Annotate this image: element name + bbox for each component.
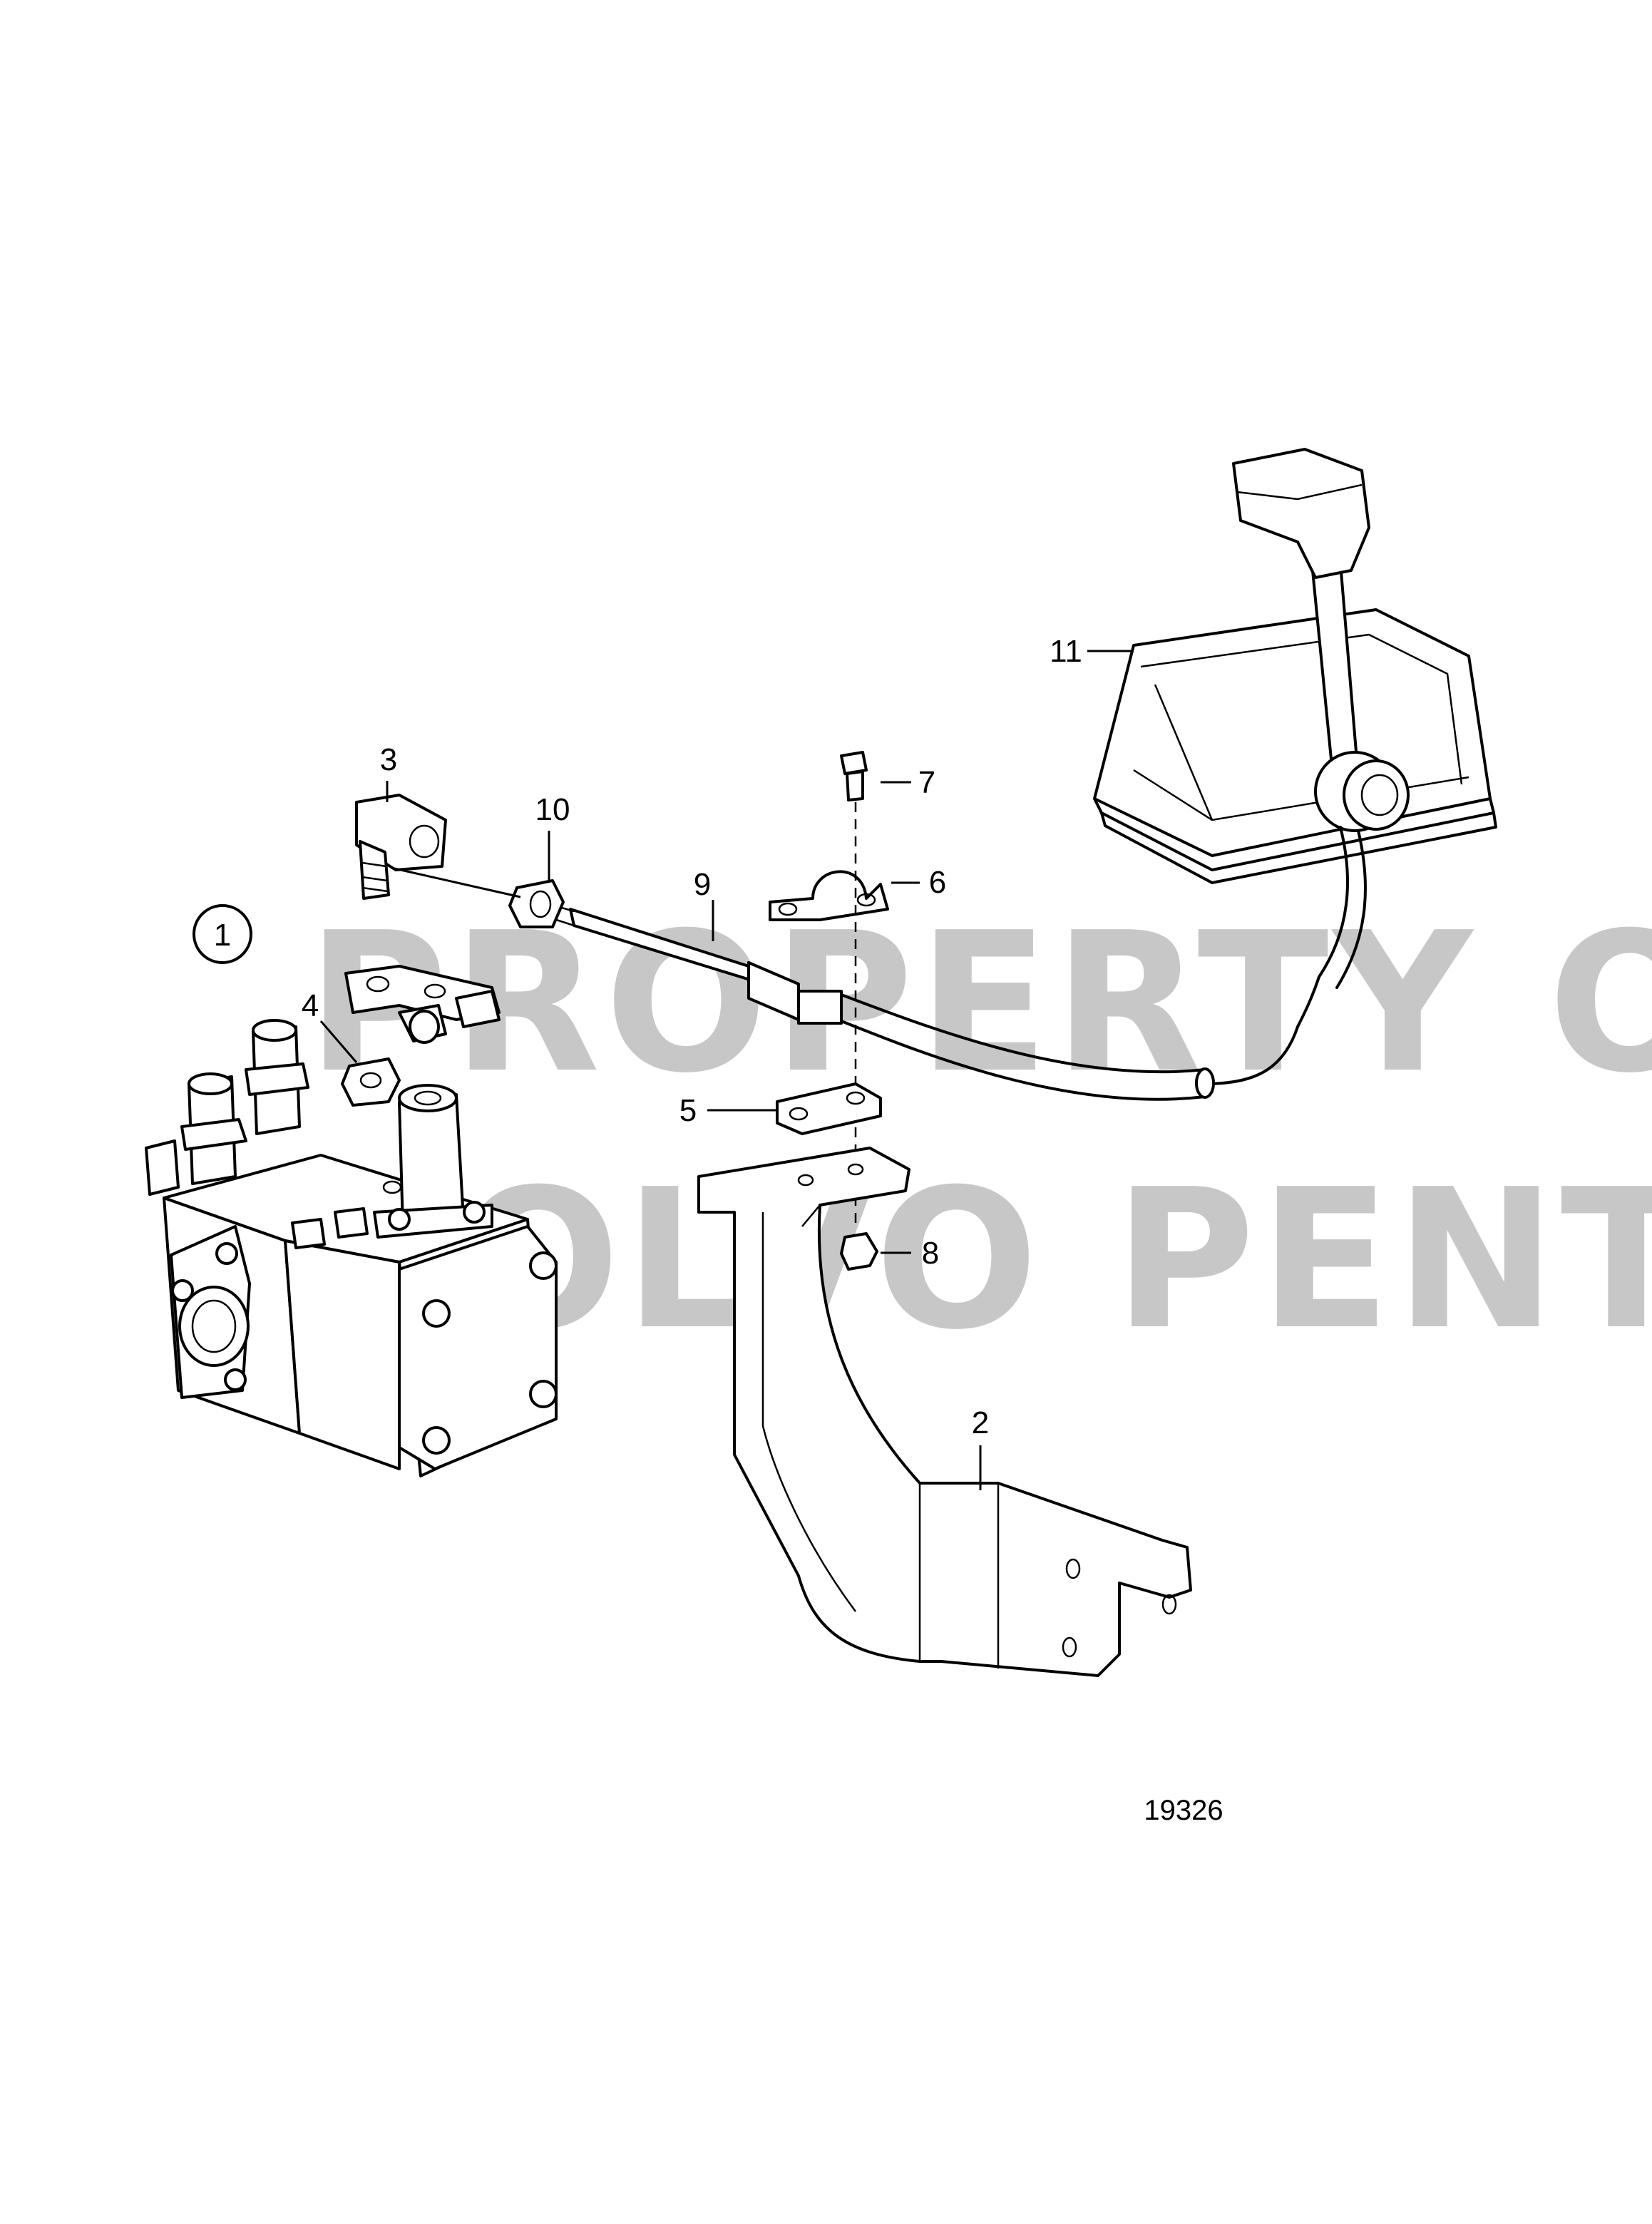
watermark: PROPERTY OF VOLVO PENTA [307,891,1652,1372]
leader-lines [319,650,1134,1490]
cable-9 [541,901,1215,1101]
callouts: 1 2 3 4 5 6 7 8 9 10 11 [193,634,1082,1440]
valve-block [145,1019,558,1477]
screw-7 [840,751,868,1226]
bracket-2 [697,1147,1192,1677]
callout-3: 3 [380,742,397,777]
clamp-6 [769,870,889,921]
plate-5 [776,1082,882,1135]
callout-7: 7 [918,765,935,800]
callout-5: 5 [679,1093,697,1128]
elbow-3 [355,794,447,900]
callout-8: 8 [922,1236,939,1271]
callout-1-circle [193,904,252,964]
link-plate [344,965,501,1044]
svg-text:PROPERTY OF: PROPERTY OF [307,891,1652,1115]
callout-1: 1 [214,918,231,953]
control-lever [1093,448,1497,1085]
nut-10 [508,879,565,928]
callout-10: 10 [535,792,570,827]
callout-4: 4 [302,988,319,1023]
callout-9: 9 [694,867,711,902]
callout-11: 11 [1050,634,1082,669]
callout-2: 2 [972,1405,989,1440]
figure-number: 19326 [1144,1795,1223,1826]
nut-8 [840,1232,878,1271]
nut-4 [341,1057,401,1107]
callout-6: 6 [929,865,946,900]
